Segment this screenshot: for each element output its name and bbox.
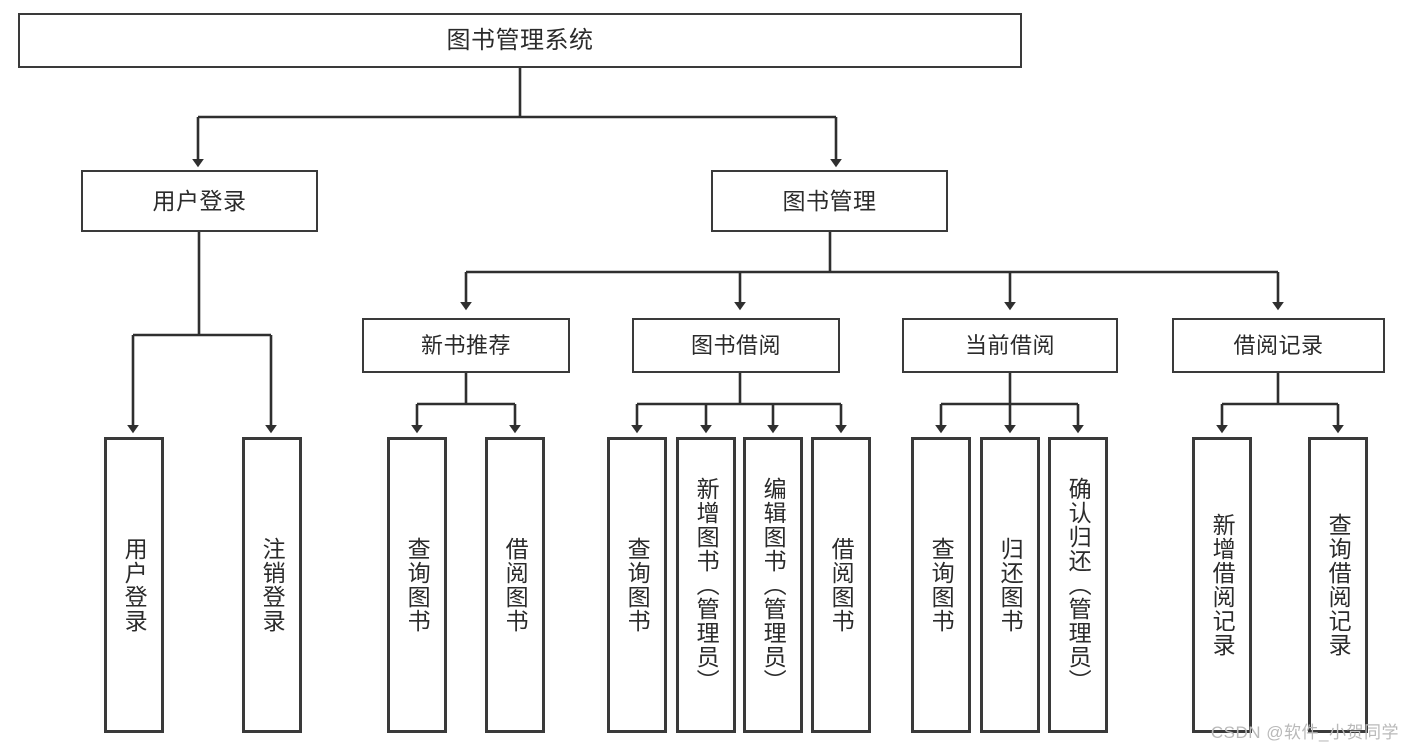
node-label: 借阅记录 [1233, 332, 1324, 358]
node-leaf-borrow-book-recommend[interactable]: 借阅图书 [485, 437, 545, 733]
node-label: 查询图书 [624, 537, 651, 633]
node-leaf-confirm-return-admin[interactable]: 确认归还（管理员） [1048, 437, 1108, 733]
node-label: 图书管理 [782, 187, 877, 214]
node-label: 查询借阅记录 [1325, 513, 1352, 657]
node-label: 确认归还（管理员） [1065, 477, 1092, 693]
node-label: 新增图书（管理员） [693, 477, 720, 693]
node-label: 查询图书 [928, 537, 955, 633]
node-root-book-management-system[interactable]: 图书管理系统 [18, 13, 1022, 68]
node-leaf-query-book-recommend[interactable]: 查询图书 [387, 437, 447, 733]
node-leaf-user-login[interactable]: 用户登录 [104, 437, 164, 733]
node-label: 图书借阅 [690, 332, 781, 358]
node-leaf-query-book-current[interactable]: 查询图书 [911, 437, 971, 733]
node-leaf-return-book[interactable]: 归还图书 [980, 437, 1040, 733]
node-leaf-query-borrow-record[interactable]: 查询借阅记录 [1308, 437, 1368, 733]
node-label: 编辑图书（管理员） [760, 477, 787, 693]
node-label: 借阅图书 [828, 537, 855, 633]
node-label: 用户登录 [152, 187, 247, 214]
node-current-borrow[interactable]: 当前借阅 [902, 318, 1118, 373]
node-leaf-edit-book-admin[interactable]: 编辑图书（管理员） [743, 437, 803, 733]
node-label: 用户登录 [121, 537, 148, 633]
node-label: 图书管理系统 [446, 26, 594, 54]
node-leaf-add-book-admin[interactable]: 新增图书（管理员） [676, 437, 736, 733]
node-label: 注销登录 [259, 537, 286, 633]
node-leaf-borrow-book[interactable]: 借阅图书 [811, 437, 871, 733]
node-label: 新增借阅记录 [1209, 513, 1236, 657]
node-leaf-logout[interactable]: 注销登录 [242, 437, 302, 733]
node-label: 借阅图书 [502, 537, 529, 633]
node-borrow-record[interactable]: 借阅记录 [1172, 318, 1385, 373]
node-label: 当前借阅 [964, 332, 1055, 358]
node-book-borrow[interactable]: 图书借阅 [632, 318, 840, 373]
node-label: 新书推荐 [420, 332, 511, 358]
node-user-login[interactable]: 用户登录 [81, 170, 318, 232]
node-leaf-query-book-borrow[interactable]: 查询图书 [607, 437, 667, 733]
watermark-text: CSDN @软件_小贺同学 [1210, 723, 1399, 742]
node-book-management[interactable]: 图书管理 [711, 170, 948, 232]
node-label: 归还图书 [997, 537, 1024, 633]
node-new-book-recommend[interactable]: 新书推荐 [362, 318, 570, 373]
node-leaf-add-borrow-record[interactable]: 新增借阅记录 [1192, 437, 1252, 733]
node-label: 查询图书 [404, 537, 431, 633]
